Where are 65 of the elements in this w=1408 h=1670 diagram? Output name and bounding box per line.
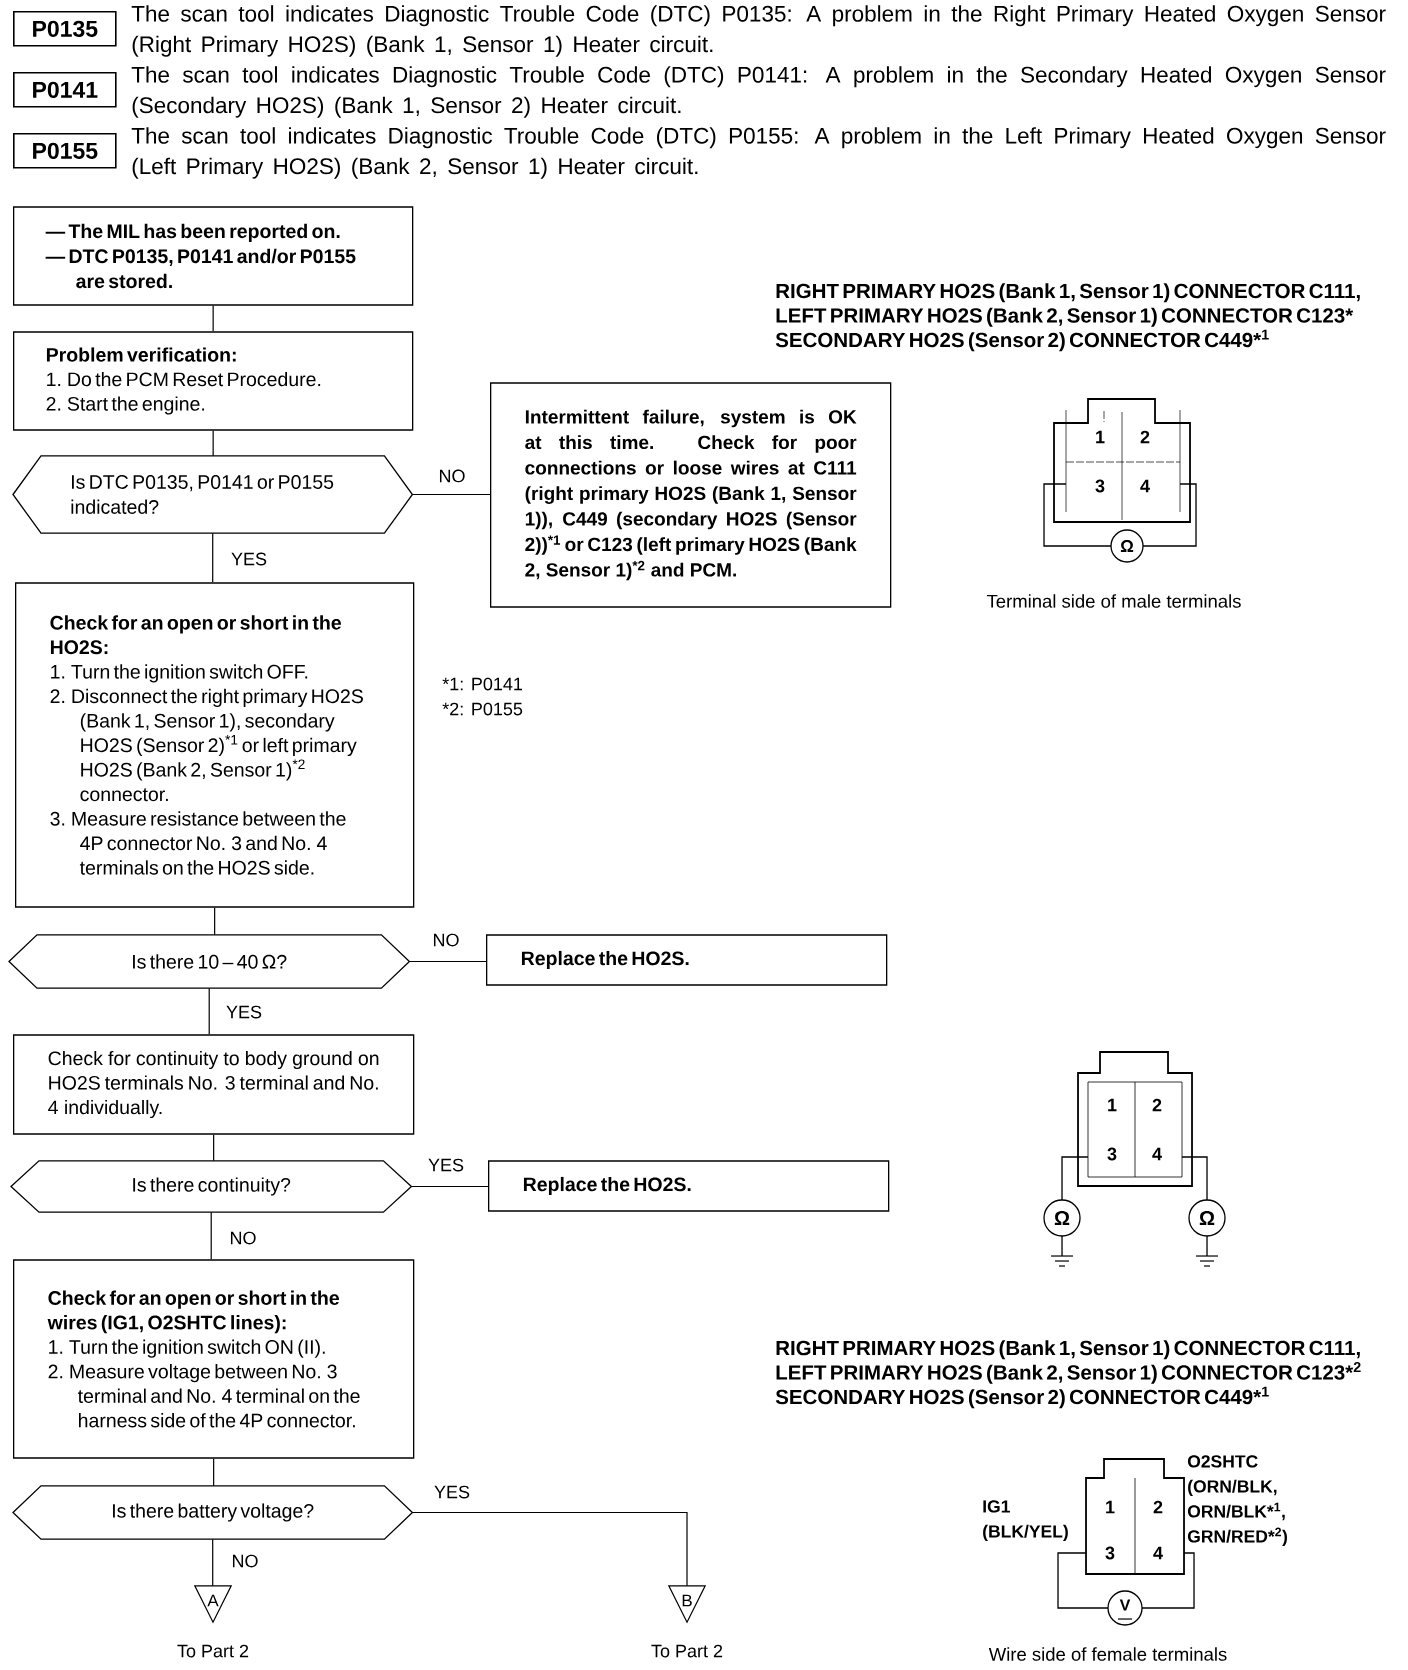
note-text: To Part 2 <box>651 1644 723 1658</box>
meter-symbol: V <box>1119 1599 1131 1611</box>
edge-label: NO <box>431 932 461 948</box>
pin-number: 4 <box>1152 1147 1162 1161</box>
pin-number: 1 <box>1106 1500 1115 1514</box>
code-box: P0141 <box>13 72 117 108</box>
description-text: The scan tool indicates Diagnostic Trouble Code (DTC) P0135: A problem in the Right Primary Heated Oxygen Sensor (Right Primary HO2S) (Bank 1, Sensor 1) Heater circuit. <box>131 5 1386 57</box>
process-box: Check for an open or short in the HO2S: 1. Turn the ignition switch OFF. 2. Disconnect the right primary HO2S (Bank 1, Sensor 1), secondary HO2S (Sensor 2)$^{*1}$ or left primary HO2S (Bank 2, Sensor 1)$^{*2}$ connector. 3. Measure resistance between the 4P connector No. 3 and No. 4 terminals on the HO2S side. <box>15 582 415 908</box>
process-box: Check for an open or short in the wires (IG1, O2SHTC lines): 1. Turn the ignition switch ON (II). 2. Measure voltage between No. 3 terminal and No. 4 terminal on the harness side of the 4P connector. <box>13 1259 415 1459</box>
description-text: The scan tool indicates Diagnostic Trouble Code (DTC) P0155: A problem in the Left Primary Heated Oxygen Sensor (Left Primary HO2S) (Bank 2, Sensor 1) Heater circuit. <box>131 127 1386 179</box>
decision-box: Is there continuity? <box>10 1160 413 1213</box>
wire-label: IG1 (BLK/YEL) <box>983 1500 1068 1542</box>
note-text: To Part 2 <box>177 1644 249 1658</box>
pin-number: 3 <box>1107 1147 1117 1161</box>
connector-line <box>411 493 491 496</box>
connector-line <box>212 1538 214 1587</box>
edge-label: YES <box>433 1484 471 1500</box>
pin-number: 1 <box>1108 1098 1117 1112</box>
connector-line <box>212 430 214 457</box>
process-box: Replace the HO2S. <box>486 934 888 986</box>
code-box: P0155 <box>13 133 117 169</box>
pin-number: 2 <box>1153 1500 1163 1514</box>
connector-title: RIGHT PRIMARY HO2S (Bank 1, Sensor 1) CONNECTOR C111, LEFT PRIMARY HO2S (Bank 2, Sensor 1) CONNECTOR C123* SECONDARY HO2S (Sensor 2) CONNECTOR C449*$^{1}$ <box>775 283 1360 352</box>
connector-line <box>213 1458 215 1487</box>
code-box: P0135 <box>13 11 117 47</box>
edge-label: YES <box>225 1004 263 1020</box>
process-box: — The MIL has been reported on. — DTC P0135, P0141 and/or P0155 are stored. <box>13 206 414 306</box>
pin-number: 2 <box>1140 430 1150 444</box>
connector-line <box>411 1511 688 1587</box>
edge-label: NO <box>230 1553 260 1569</box>
decision-box: Is there 10 – 40 Ω? <box>8 934 411 989</box>
pin-number: 4 <box>1140 479 1150 493</box>
edge-label: YES <box>230 551 268 567</box>
connector-title: RIGHT PRIMARY HO2S (Bank 1, Sensor 1) CONNECTOR C111, LEFT PRIMARY HO2S (Bank 2, Sensor 1) CONNECTOR C123*$^{2}$ SECONDARY HO2S (Sensor 2) CONNECTOR C449*$^{1}$ <box>775 1340 1361 1409</box>
pin-number: 2 <box>1152 1098 1162 1112</box>
edge-label: NO <box>228 1230 258 1246</box>
pin-number: 3 <box>1095 479 1105 493</box>
pin-number: 1 <box>1096 430 1105 444</box>
description-text: The scan tool indicates Diagnostic Trouble Code (DTC) P0141: A problem in the Secondary Heated Oxygen Sensor (Secondary HO2S) (Bank 1, Sensor 2) Heater circuit. <box>131 66 1386 118</box>
wire-label: O2SHTC (ORN/BLK, ORN/BLK*$^{1}$, GRN/RED*$^{2}$) <box>1187 1455 1287 1547</box>
connector-line <box>212 532 214 583</box>
connector-line <box>213 1134 215 1162</box>
meter-symbol: Ω <box>1054 1211 1070 1225</box>
connector-line <box>408 960 487 963</box>
pin-number: 3 <box>1105 1546 1115 1560</box>
process-box: Intermittent failure, system is OK at this time. Check for poor connections or loose wires at C111 (right primary HO2S (Bank 1, Sensor 1)), C449 (secondary HO2S (Sensor 2))$^{*1}$ or C123 (left primary HO2S (Bank 2, Sensor 1)$^{*2}$ and PCM. <box>490 382 892 608</box>
edge-label: NO <box>437 468 467 484</box>
edge-label: YES <box>427 1157 465 1173</box>
meter-symbol: Ω <box>1120 540 1134 552</box>
footnote: *2: P0155 <box>442 702 523 716</box>
process-box: Problem verification: 1. Do the PCM Reset Procedure. 2. Start the engine. <box>13 331 414 431</box>
connector-line <box>410 1185 489 1188</box>
connector-line <box>212 305 214 332</box>
connector-line <box>208 987 210 1035</box>
process-box: Check for continuity to body ground on HO2S terminals No. 3 terminal and No. 4 individually. <box>13 1034 415 1135</box>
meter-symbol: Ω <box>1199 1211 1215 1225</box>
view-caption: Terminal side of male terminals <box>986 594 1241 608</box>
connector-line <box>210 1211 212 1260</box>
view-caption: Wire side of female terminals <box>988 1647 1227 1661</box>
decision-box: Is DTC P0135, P0141 or P0155 indicated? <box>12 455 414 534</box>
process-box: Replace the HO2S. <box>488 1160 890 1212</box>
footnote: *1: P0141 <box>442 677 523 691</box>
connector-line <box>214 907 216 936</box>
pin-number: 4 <box>1153 1546 1163 1560</box>
decision-box: Is there battery voltage? <box>12 1485 414 1540</box>
